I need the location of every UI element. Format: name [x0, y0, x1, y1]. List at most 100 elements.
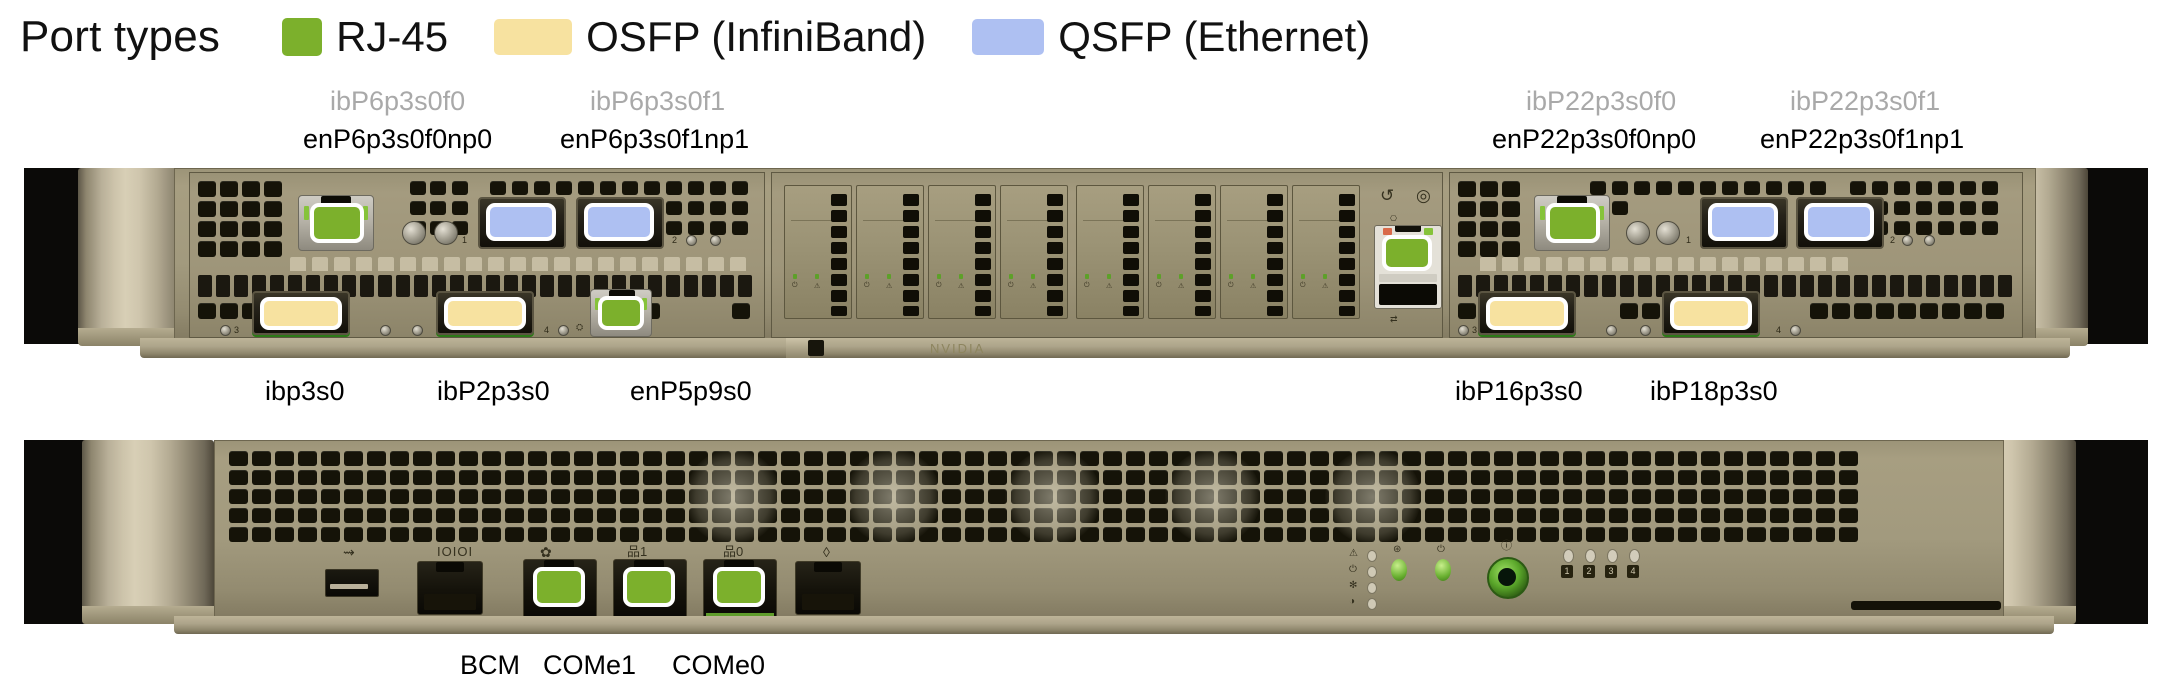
fan-3 [1005, 449, 1101, 545]
network-1-icon: 品1 [627, 544, 648, 559]
mgmt-port-glyph: ⎔ [1390, 214, 1397, 223]
rj45-port-highlight-2[interactable] [598, 296, 644, 330]
id-button-icon: ⓘ [1501, 540, 1512, 552]
rj45-port-highlight-come0[interactable] [713, 567, 765, 607]
drive-bay[interactable]: ⏻⚠ [1292, 185, 1360, 319]
label-ib-p6f0: ibP6p3s0f0 [330, 86, 466, 116]
psu-number-4: 4 [1627, 565, 1639, 578]
fan-4 [1165, 449, 1261, 545]
power-button[interactable] [1487, 557, 1529, 599]
power-led-icon: ⏻ [1349, 564, 1357, 575]
label-enP5p9s0: enP5p9s0 [630, 376, 752, 406]
round-port-b[interactable] [434, 221, 458, 245]
legend-item-rj45: RJ-45 [282, 13, 448, 61]
id-icon[interactable]: ◎ [1416, 186, 1431, 205]
network-icon-left: ⛭ [576, 322, 584, 332]
front-base-rail: NVIDIA [140, 338, 2070, 358]
round-port-a[interactable] [402, 221, 426, 245]
rj45-port-highlight-mgmt[interactable] [1382, 235, 1432, 271]
warning-led-icon: ⚠ [1349, 548, 1358, 559]
qsfp-port-highlight-2[interactable] [584, 203, 654, 241]
legend: Port types RJ-45 OSFP (InfiniBand) QSFP … [20, 6, 1416, 68]
screw-b [710, 235, 721, 246]
screw-k [1640, 325, 1651, 336]
label-ib-p6f1: ibP6p3s0f1 [590, 86, 726, 116]
drive-bay-module: ⏻ ⚠ ⏻⚠ [771, 172, 1443, 338]
nvidia-logo: NVIDIA [930, 341, 986, 356]
screw-e [412, 325, 423, 336]
osfp-port-highlight-2[interactable] [444, 297, 526, 330]
power-state-icon: ⏻ [1437, 544, 1445, 555]
rj45-port-highlight-come1[interactable] [623, 567, 675, 607]
osfp-port-highlight-1[interactable] [260, 297, 342, 330]
psu-led-4 [1629, 549, 1640, 563]
round-port-d[interactable] [1656, 221, 1680, 245]
qsfp-port-highlight-3[interactable] [1708, 203, 1778, 241]
drive-bay[interactable]: ⏻⚠ [1148, 185, 1216, 319]
label-ibP16p3s0: ibP16p3s0 [1455, 376, 1583, 406]
drive-bay[interactable]: ⏻⚠ [1220, 185, 1288, 319]
port-number-4: 4 [544, 325, 550, 335]
screw-g [1902, 235, 1913, 246]
drive-bay[interactable]: ⏻⚠ [1076, 185, 1144, 319]
vent-slot-band [198, 275, 758, 297]
usb-port-rear[interactable] [325, 569, 379, 597]
qsfp-port-highlight-1[interactable] [486, 203, 556, 241]
reset-icon[interactable]: ↺ [1380, 186, 1395, 205]
label-en-p6f0: enP6p3s0f0np0 [303, 124, 493, 154]
screw-a [686, 235, 697, 246]
power-led [1367, 566, 1377, 578]
right-network-module: 1 2 3 4 [1449, 172, 2023, 338]
port-number-1-right: 1 [1686, 235, 1692, 245]
label-bcm: BCM [460, 650, 520, 680]
port-number-4-right: 4 [1776, 325, 1782, 335]
round-port-c[interactable] [1626, 221, 1650, 245]
rear-base-rail [174, 616, 2054, 634]
fan-led [1367, 582, 1377, 594]
fan-1 [685, 449, 781, 545]
qsfp-port-highlight-4[interactable] [1804, 203, 1874, 241]
rj45-port-highlight-bcm[interactable] [533, 567, 585, 607]
vent-slit-row [290, 257, 760, 271]
psu-number-2: 2 [1583, 565, 1595, 578]
legend-item-qsfp: QSFP (Ethernet) [972, 13, 1370, 61]
label-come1: COMe1 [543, 650, 637, 680]
serial-rj45-port[interactable] [417, 561, 483, 615]
rear-chassis-face: ⇝ IOIOI ✿ 品1 品0 ◊ [214, 440, 2004, 619]
label-ib-p22f0: ibP22p3s0f0 [1526, 86, 1677, 116]
drive-bay[interactable]: ⏻⚠ [928, 185, 996, 319]
screw-c [220, 325, 231, 336]
warning-led [1367, 550, 1377, 562]
droplet-icon: ◊ [823, 544, 830, 560]
screw-l [1790, 325, 1801, 336]
drive-bay[interactable]: ⏻⚠ [1000, 185, 1068, 319]
rj45-port-temp[interactable] [795, 561, 861, 615]
drive-bay[interactable]: ⏻⚠ [856, 185, 924, 319]
label-en-p22f0: enP22p3s0f0np0 [1492, 124, 1697, 154]
gear-icon: ✿ [540, 544, 552, 560]
rear-left-rack-ear [24, 440, 232, 640]
psu-number-3: 3 [1605, 565, 1617, 578]
osfp-port-highlight-4[interactable] [1670, 297, 1752, 330]
rj45-swatch-icon [282, 18, 323, 56]
screw-j [1606, 325, 1617, 336]
lid-latch-strip [1851, 601, 2001, 610]
usb-icon: ⇄ [1390, 314, 1398, 324]
power-state-led [1435, 559, 1451, 581]
osfp-port-highlight-3[interactable] [1486, 297, 1568, 330]
rj45-port-highlight-3[interactable] [1546, 203, 1600, 243]
legend-label-rj45: RJ-45 [336, 13, 449, 60]
drive-bay[interactable]: ⏻ ⚠ [784, 185, 852, 319]
label-ibp3s0: ibp3s0 [265, 376, 345, 406]
attention-icon: ⊛ [1393, 544, 1402, 555]
label-en-p6f1: enP6p3s0f1np1 [560, 124, 750, 154]
psu-led-1 [1563, 549, 1574, 563]
front-chassis-face: 1 2 [174, 168, 2036, 340]
legend-title: Port types [20, 12, 221, 61]
legend-label-osfp: OSFP (InfiniBand) [586, 13, 927, 60]
osfp-swatch-icon [494, 19, 573, 55]
vent-slit-row-right [1480, 257, 2000, 271]
psu-led-3 [1607, 549, 1618, 563]
rj45-port-highlight-1[interactable] [310, 203, 364, 243]
